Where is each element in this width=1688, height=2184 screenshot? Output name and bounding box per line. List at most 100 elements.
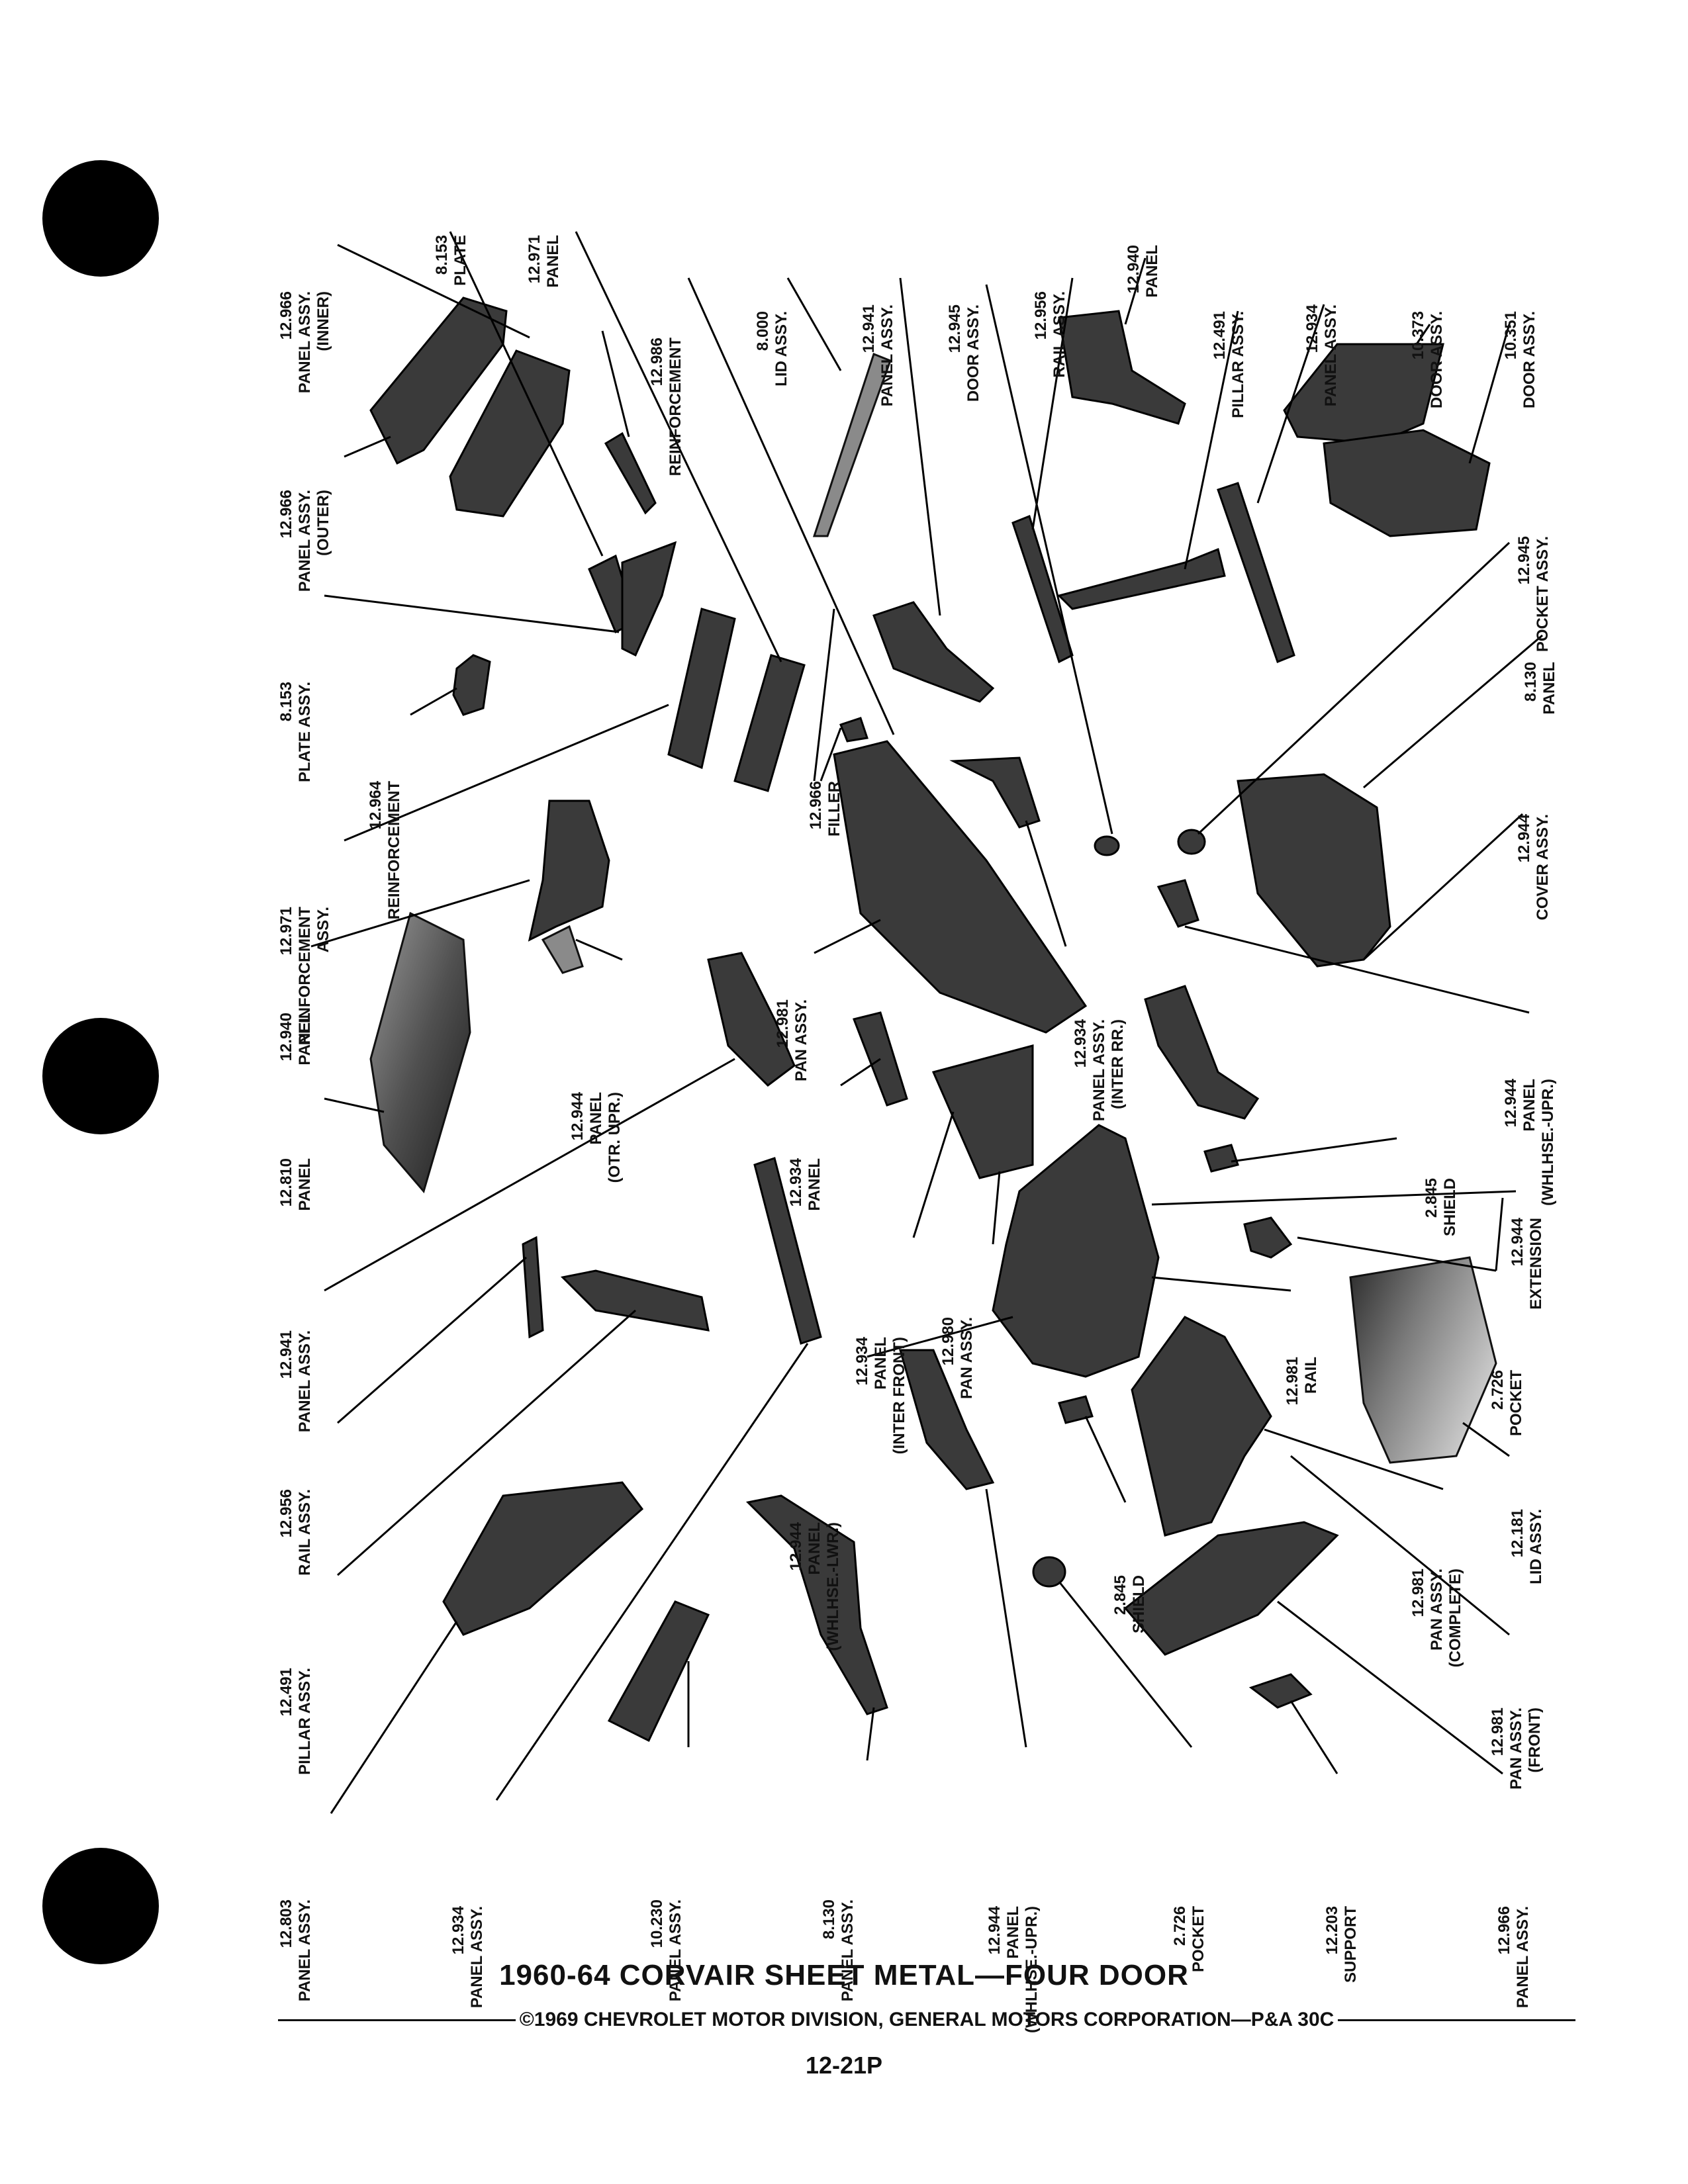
leader-l37	[867, 1316, 1013, 1358]
label-l50: 12.966PANEL ASSY.	[1495, 1906, 1532, 2008]
label-l49: 12.203SUPPORT	[1323, 1906, 1360, 1983]
part-shield-top	[1203, 1144, 1239, 1173]
label-l5: 8.000LID ASSY.	[754, 311, 790, 387]
label-l35: 2.726POCKET	[1489, 1370, 1525, 1436]
leader-l8	[1031, 277, 1074, 530]
label-l9: 12.940PANEL	[1125, 245, 1161, 298]
label-l37: 12.944PANEL(WHLHSE.-LWR.)	[787, 1522, 842, 1651]
leader-l47	[985, 1488, 1027, 1748]
part-panel-assy-12966-bottom	[1123, 1521, 1339, 1656]
label-l26: 12.944PANEL(WHLHSE.-UPR.)	[1502, 1078, 1557, 1206]
parts-layer	[369, 296, 1497, 1743]
leader-l4	[687, 277, 895, 735]
part-filler	[839, 717, 868, 743]
leader-l7	[985, 284, 1113, 835]
part-panel-assy-12941-top	[872, 601, 995, 703]
label-l16: 12.964REINFORCEMENT	[367, 780, 403, 919]
leader-l27	[324, 1097, 385, 1113]
leader-l35	[1297, 1236, 1497, 1272]
label-l13: 10.351DOOR ASSY.	[1502, 311, 1538, 408]
part-rail-assy-top	[1011, 515, 1074, 664]
label-l10: 12.491PILLAR ASSY.	[1211, 311, 1247, 418]
label-l32: 12.934PANEL(INTER FRONT)	[853, 1336, 908, 1454]
part-panel-assy-10230	[607, 1600, 710, 1743]
leader-l3	[575, 231, 782, 662]
page-title: 1960-64 CORVAIR SHEET METAL—FOUR DOOR	[499, 1959, 1189, 1991]
label-l48: 2.726POCKET	[1171, 1906, 1207, 1972]
part-panel-assy-12934-left	[753, 1157, 822, 1345]
label-l25: 12.944PANEL(OTR. UPR.)	[569, 1091, 624, 1183]
page-number: 12-21P	[805, 2052, 883, 2079]
label-l39: 2.845SHIELD	[1111, 1575, 1148, 1633]
binder-hole-top	[42, 160, 159, 277]
label-l22: 12.934PANEL ASSY.(INTER RR.)	[1072, 1019, 1127, 1121]
part-panel-whlhse-lwr	[899, 1349, 995, 1490]
leader-l9	[1124, 257, 1147, 325]
part-panel-12810	[369, 911, 471, 1194]
label-l29: 2.845SHIELD	[1423, 1178, 1459, 1236]
leader-l18b	[813, 608, 835, 782]
label-l31: 12.941PANEL ASSY.	[277, 1330, 314, 1432]
part-panel-assy-12934-top	[1217, 482, 1295, 663]
label-l30: 12.944EXTENSION	[1509, 1217, 1545, 1309]
label-l18: 12.971REINFORCEMENTASSY.	[277, 907, 332, 1046]
label-l1: 12.966PANEL ASSY.(INNER)	[277, 291, 332, 393]
leader-l21	[1362, 813, 1524, 961]
leader-l25	[575, 938, 623, 961]
binder-hole-middle	[42, 1018, 159, 1134]
leader-l11	[1256, 304, 1325, 504]
part-pillar-assy-left	[560, 1269, 710, 1332]
leader-l5	[786, 277, 842, 371]
part-panel-assy-12803	[442, 1481, 644, 1636]
binder-hole-bottom	[42, 1848, 159, 1964]
part-plate-assy-2	[621, 541, 677, 657]
leader-l1	[337, 244, 530, 339]
part-panel-assy-12941-mid	[707, 952, 796, 1087]
label-l46: 8.130PANEL ASSY.	[820, 1899, 857, 2001]
leader-l46	[866, 1707, 875, 1761]
label-l14: 12.966PANEL ASSY.(OUTER)	[277, 490, 332, 592]
label-l12: 10.373DOOR ASSY.	[1409, 311, 1446, 408]
part-reinforcement-small	[452, 654, 491, 716]
label-l17: 12.966FILLER	[807, 781, 843, 837]
leader-l12	[1415, 324, 1431, 345]
part-panel-12940-left	[528, 799, 610, 942]
leader-l16	[410, 687, 457, 716]
part-panel-inter-rr	[949, 756, 1041, 829]
part-pocket-assy	[1177, 829, 1206, 855]
leader-l17	[820, 727, 842, 782]
part-pocket-bottom	[1032, 1556, 1066, 1588]
leader-l43	[330, 1621, 458, 1814]
leader-l20	[1363, 634, 1543, 789]
leader-l2	[449, 231, 604, 557]
label-l28: 12.934PANEL	[787, 1158, 823, 1210]
part-shield-bottom	[1058, 1395, 1094, 1424]
label-l34: 12.981RAIL	[1284, 1357, 1320, 1405]
part-rail-assy-left	[522, 1236, 544, 1339]
label-l38: 12.181LID ASSY.	[1509, 1509, 1545, 1584]
label-l40: 12.981PAN ASSY.(COMPLETE)	[1409, 1569, 1464, 1667]
label-l23: 12.981PAN ASSY.	[774, 999, 810, 1081]
leader-l22	[1025, 820, 1067, 947]
leader-l40	[1264, 1428, 1444, 1490]
label-l45: 10.230PANEL ASSY.	[648, 1899, 684, 2001]
leader-l50	[1277, 1600, 1503, 1775]
leader-l15	[324, 594, 620, 633]
label-l11: 12.934PANEL ASSY.	[1303, 304, 1340, 406]
leader-l2b	[601, 330, 630, 437]
part-pan-assy-12980	[931, 1044, 1034, 1179]
part-reinforcement-assy	[667, 608, 736, 770]
label-l41: 12.491PILLAR ASSY.	[277, 1668, 314, 1775]
label-l42: 12.981PAN ASSY.(FRONT)	[1489, 1707, 1544, 1790]
part-lid-8000	[812, 353, 892, 537]
label-l2: 8.153PLATE	[433, 235, 469, 286]
part-panel-12940-top	[1058, 310, 1186, 425]
leader-l41	[337, 1309, 636, 1576]
leader-l28	[840, 1058, 881, 1087]
leader-l44	[495, 1343, 809, 1801]
leader-l19	[1197, 541, 1511, 835]
part-panel-otr-upr	[541, 925, 584, 974]
leader-l31	[324, 1058, 735, 1292]
leader-l38	[1462, 1422, 1510, 1457]
